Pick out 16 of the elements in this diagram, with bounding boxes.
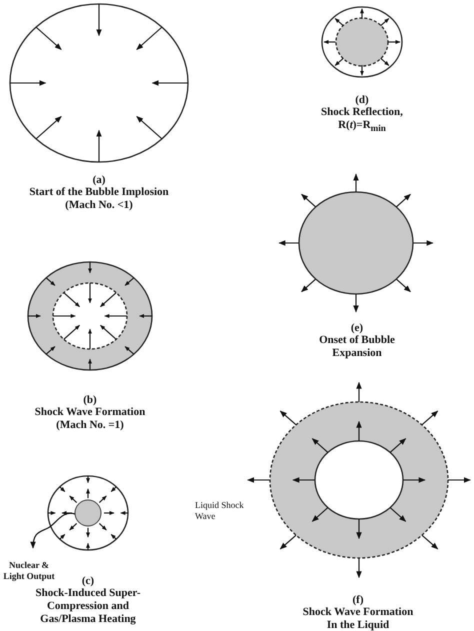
panel-caption: Shock Wave Formation (Mach No. =1) (34, 406, 146, 432)
panel-letter: (c) (80, 575, 96, 588)
wavy-arrow (30, 512, 76, 549)
panel-caption: Shock-Induced Super-Compression and Gas/Plasma Heating (34, 587, 142, 626)
panel-letter: (b) (82, 394, 98, 407)
panel-caption: Shock Wave Formation In the Liquid (302, 606, 414, 631)
panel-letter: (f) (352, 594, 364, 607)
panel-letter: (e) (350, 322, 364, 335)
panel-letter: (a) (92, 174, 106, 187)
panel-caption: Onset of Bubble Expansion (318, 334, 396, 360)
core-circle (74, 500, 102, 526)
wave-label: Liquid Shock Wave (195, 500, 245, 522)
panel-caption: Shock Reflection, R(t)=R$_{min}$ (320, 106, 404, 136)
output-label: Nuclear & Light Output (0, 560, 58, 582)
panel-letter: (d) (354, 94, 370, 107)
panel-caption: Start of the Bubble Implosion (Mach No. <1) (28, 186, 170, 212)
